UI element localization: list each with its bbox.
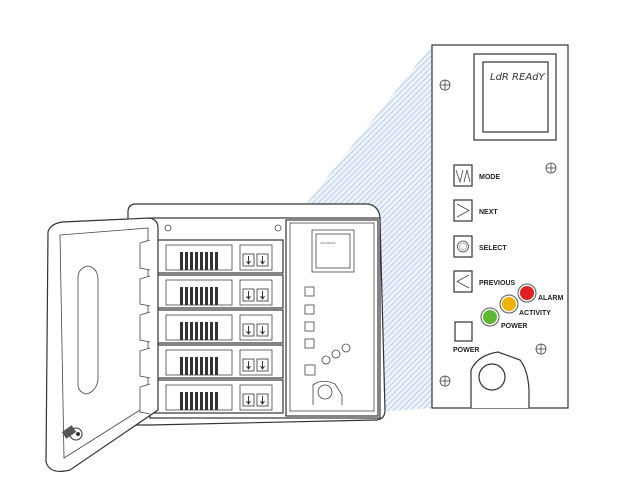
select-circle-icon <box>457 240 469 253</box>
front-door <box>45 217 159 472</box>
barcode-bar <box>210 287 213 305</box>
previous-arrow-icon <box>456 274 470 289</box>
drive-bays <box>154 239 284 414</box>
eject-arrow-icon <box>256 358 269 372</box>
small-display-text: LdR REAdY <box>320 241 336 245</box>
barcode-bar <box>210 392 213 410</box>
barcode-bar <box>195 287 198 305</box>
drive-tray[interactable] <box>154 344 284 379</box>
eject-arrow-icon <box>242 288 255 302</box>
barcode-bar <box>210 252 213 270</box>
barcode-bar <box>180 322 183 340</box>
drive-tray[interactable] <box>154 379 284 414</box>
barcode-bar <box>185 252 188 270</box>
barcode-bar <box>200 252 203 270</box>
barcode-bar <box>185 287 188 305</box>
barcode-bar <box>205 252 208 270</box>
barcode-bar <box>195 392 198 410</box>
screw-icon <box>439 79 451 91</box>
screw-icon <box>439 375 451 387</box>
zoom-projection <box>292 45 432 412</box>
enlarged-control-panel: LdR REAdY MODE NEXT <box>431 44 569 409</box>
eject-arrow-icon <box>256 323 269 337</box>
barcode-bar <box>215 287 218 305</box>
power-led <box>480 307 500 327</box>
barcode-bar <box>190 252 193 270</box>
barcode-bar <box>205 322 208 340</box>
eject-arrow-icon <box>242 323 255 337</box>
eject-arrow-icon <box>242 358 255 372</box>
barcode-bar <box>180 252 183 270</box>
power-led-label: POWER <box>501 323 527 330</box>
barcode-bar <box>205 287 208 305</box>
barcode-bar <box>195 322 198 340</box>
barcode-bar <box>195 252 198 270</box>
alarm-led <box>517 283 537 303</box>
barcode-bar <box>210 322 213 340</box>
eject-arrow-icon <box>242 393 255 407</box>
barcode-bar <box>195 357 198 375</box>
barcode-bar <box>200 357 203 375</box>
screw-icon <box>545 162 557 174</box>
barcode-bar <box>215 357 218 375</box>
mode-button[interactable] <box>453 164 473 187</box>
activity-label: ACTIVITY <box>519 310 551 317</box>
next-label: NEXT <box>479 209 498 216</box>
next-button[interactable] <box>453 199 473 222</box>
lcd-display: LdR REAdY <box>473 53 557 141</box>
power-button-label: POWER <box>453 347 479 354</box>
screw-icon <box>535 343 547 355</box>
next-arrow-icon <box>456 203 470 218</box>
barcode-bar <box>190 392 193 410</box>
previous-button[interactable] <box>453 270 473 293</box>
barcode-bar <box>190 322 193 340</box>
barcode-bar <box>180 357 183 375</box>
barcode-bar <box>200 392 203 410</box>
door-lock-icon[interactable] <box>61 425 83 441</box>
drive-tray[interactable] <box>154 274 284 309</box>
barcode-bar <box>200 322 203 340</box>
barcode-bar <box>180 287 183 305</box>
barcode-bar <box>185 357 188 375</box>
barcode-bar <box>215 322 218 340</box>
eject-arrow-icon <box>256 288 269 302</box>
select-button[interactable] <box>453 235 473 258</box>
barcode-bar <box>190 287 193 305</box>
small-front-panel: LdR REAdY <box>285 219 379 417</box>
barcode-bar <box>210 357 213 375</box>
eject-arrow-icon <box>256 253 269 267</box>
mode-label: MODE <box>479 174 500 181</box>
tape-library-unit: LdR REAdY <box>127 203 386 426</box>
eject-arrow-icon <box>256 393 269 407</box>
barcode-bar <box>185 392 188 410</box>
mode-icon <box>455 169 471 184</box>
select-label: SELECT <box>479 245 507 252</box>
drive-tray[interactable] <box>154 309 284 344</box>
barcode-bar <box>215 392 218 410</box>
barcode-bar <box>205 392 208 410</box>
lcd-text: LdR REAdY <box>490 72 546 83</box>
barcode-bar <box>180 392 183 410</box>
drive-tray[interactable] <box>154 239 284 274</box>
eject-arrow-icon <box>242 253 255 267</box>
power-button[interactable] <box>454 321 473 342</box>
barcode-bar <box>205 357 208 375</box>
barcode-bar <box>185 322 188 340</box>
alarm-label: ALARM <box>538 295 563 302</box>
previous-label: PREVIOUS <box>479 280 516 287</box>
barcode-bar <box>215 252 218 270</box>
activity-led <box>499 294 519 314</box>
barcode-bar <box>190 357 193 375</box>
barcode-bar <box>200 287 203 305</box>
